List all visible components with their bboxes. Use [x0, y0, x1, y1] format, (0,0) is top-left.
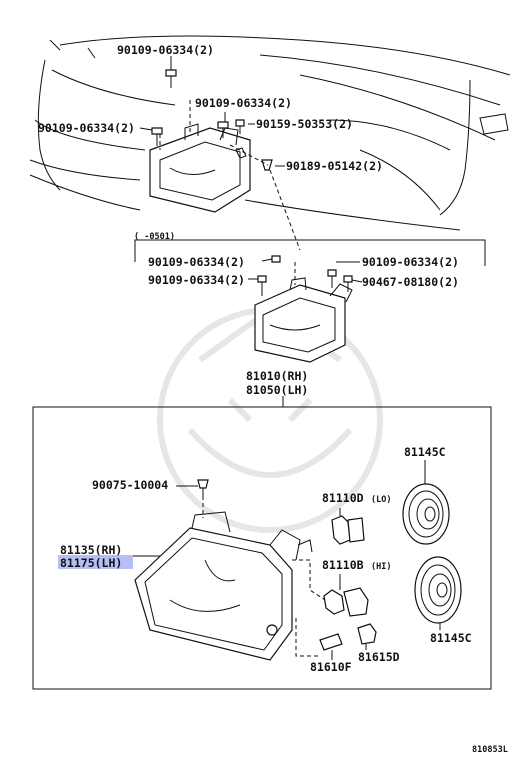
detail-bulb-lo — [331, 508, 365, 545]
label-bolt-mid: 90109-06334(2) — [195, 96, 292, 110]
detail-bulb-hi — [323, 574, 369, 617]
label-holder: 81610F — [310, 660, 352, 674]
bulb-connection-line — [292, 559, 326, 601]
label-lens-lh: 81175(LH) — [60, 556, 122, 570]
variant-date-range: ( -0501) — [134, 232, 175, 242]
label-clip: 90189-05142(2) — [286, 159, 383, 173]
vehicle-body-outline — [29, 35, 511, 231]
label-variant-bolt-c: 90109-06334(2) — [362, 255, 459, 269]
label-socket: 81615D — [358, 650, 400, 664]
detail-cover-bottom — [414, 556, 462, 630]
detail-screw — [176, 479, 209, 518]
diagram-code: 810853L — [472, 745, 508, 755]
label-bulb-hi-tag: (HI) — [371, 562, 391, 572]
label-assembly-lh: 81050(LH) — [246, 383, 308, 397]
variant-leader-lines — [248, 258, 363, 283]
detail-box-frame — [32, 406, 492, 690]
variant-fasteners — [257, 255, 353, 296]
top-leader-lines — [139, 56, 301, 251]
label-bulb-lo: 81110D — [322, 491, 364, 505]
label-bolt-top: 90109-06334(2) — [117, 43, 214, 57]
label-variant-bolt-a: 90109-06334(2) — [148, 255, 245, 269]
variant-headlamp-drawing — [254, 277, 353, 363]
variant-bracket — [134, 239, 486, 266]
label-screw: 90159-50353(2) — [256, 117, 353, 131]
top-headlamp-drawing — [149, 123, 251, 213]
label-cover-top: 81145C — [404, 445, 446, 459]
label-variant-bolt-b: 90109-06334(2) — [148, 273, 245, 287]
holder-connection-line — [295, 618, 320, 657]
detail-headlamp-unit — [134, 511, 313, 661]
label-detail-screw: 90075-10004 — [92, 478, 168, 492]
detail-holder — [319, 633, 343, 660]
highlight-lens-lh — [58, 555, 133, 569]
label-bulb-hi: 81110B — [322, 558, 364, 572]
label-variant-bolt-d: 90467-08180(2) — [362, 275, 459, 289]
label-lens-rh: 81135(RH) — [60, 543, 122, 557]
detail-cover-top — [402, 460, 450, 545]
label-bulb-lo-tag: (LO) — [371, 495, 391, 505]
label-assembly-rh: 81010(RH) — [246, 369, 308, 383]
label-bolt-left: 90109-06334(2) — [38, 121, 135, 135]
detail-socket — [357, 623, 377, 650]
label-cover-bottom: 81145C — [430, 631, 472, 645]
